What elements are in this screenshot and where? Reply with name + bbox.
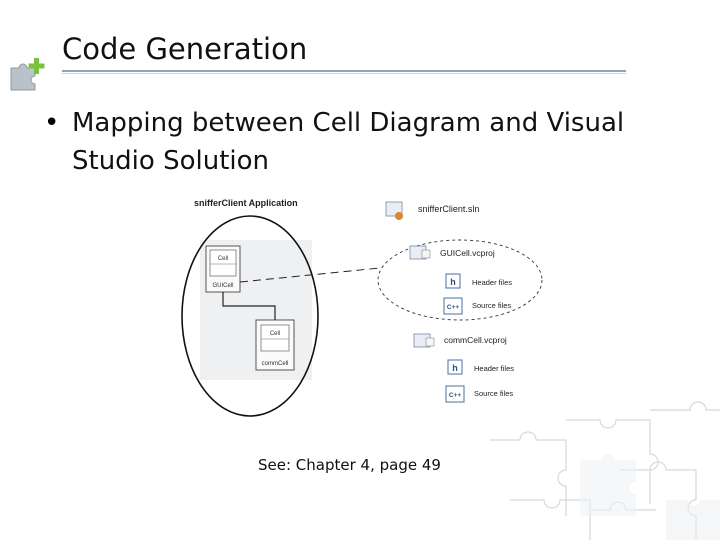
- svg-text:Cell: Cell: [270, 331, 280, 337]
- svg-text:GUICell: GUICell: [212, 283, 233, 289]
- guicell-source-files: C++ Source files: [444, 298, 511, 314]
- svg-text:C++: C++: [449, 392, 461, 399]
- title-underline: [62, 70, 626, 72]
- bullet-marker: •: [44, 104, 59, 142]
- guicell-header-files: h Header files: [446, 274, 512, 288]
- svg-text:commCell.vcproj: commCell.vcproj: [444, 335, 507, 345]
- puzzle-plus-icon: [8, 56, 48, 92]
- app-label: snifferClient Application: [194, 198, 298, 208]
- commcell-box: Cell commCell: [256, 320, 294, 370]
- svg-text:C++: C++: [447, 304, 459, 311]
- svg-text:snifferClient.sln: snifferClient.sln: [418, 204, 479, 214]
- svg-text:h: h: [452, 363, 458, 373]
- svg-text:GUICell.vcproj: GUICell.vcproj: [440, 248, 495, 258]
- svg-text:Source files: Source files: [472, 301, 511, 310]
- commcell-header-files: h Header files: [448, 360, 514, 374]
- guicell-project-entry: GUICell.vcproj: [410, 246, 495, 259]
- solution-entry: snifferClient.sln: [386, 202, 479, 220]
- svg-text:Cell: Cell: [218, 256, 228, 262]
- reference-caption: See: Chapter 4, page 49: [258, 456, 441, 474]
- svg-text:Header files: Header files: [474, 364, 514, 373]
- svg-text:Header files: Header files: [472, 278, 512, 287]
- slide-title: Code Generation: [62, 32, 307, 66]
- svg-text:h: h: [450, 277, 456, 287]
- commcell-project-entry: commCell.vcproj: [414, 334, 507, 347]
- title-underline-shadow: [62, 73, 626, 74]
- svg-text:Source files: Source files: [474, 389, 513, 398]
- puzzle-pattern-decoration: [470, 400, 720, 540]
- bullet-text: Mapping between Cell Diagram and Visual …: [72, 104, 672, 180]
- svg-text:commCell: commCell: [262, 361, 289, 367]
- guicell-box: Cell GUICell: [206, 246, 240, 292]
